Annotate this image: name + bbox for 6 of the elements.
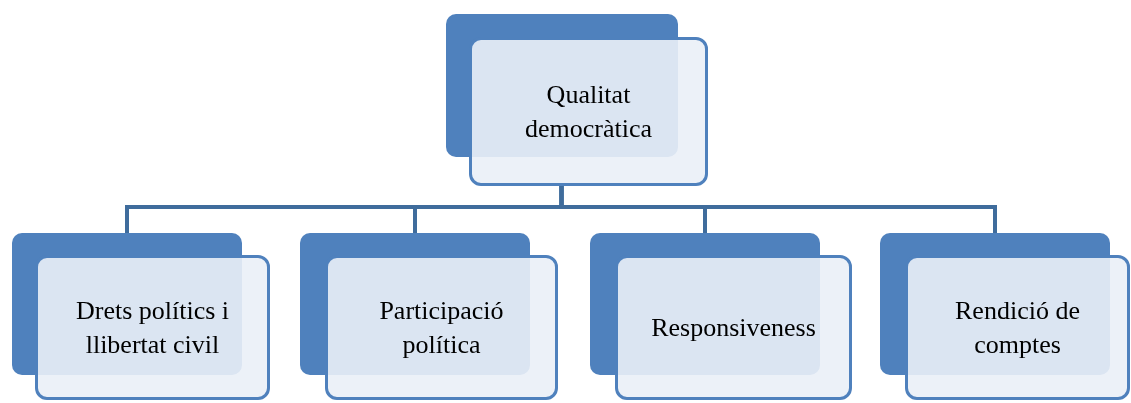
box-label: Drets polítics i llibertat civil	[74, 294, 231, 361]
box-label: Rendició de comptes	[954, 294, 1081, 361]
box-label: Qualitat democràtica	[524, 78, 653, 145]
box-label: Participació política	[378, 294, 505, 361]
connector-line	[559, 186, 997, 233]
box-label: Responsiveness	[651, 311, 816, 344]
